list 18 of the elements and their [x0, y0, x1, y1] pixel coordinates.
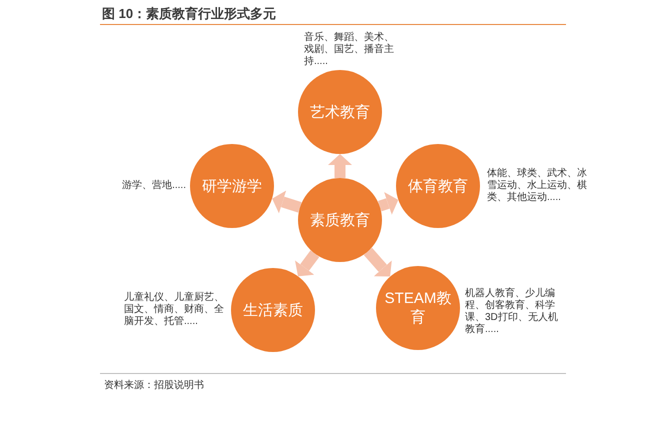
source-note: 资料来源：招股说明书 [104, 380, 204, 392]
node-caption: 机器人教育、少儿编程、创客教育、科学课、3D打印、无人机教育..... [465, 288, 559, 336]
arrow [378, 192, 398, 215]
arrow [272, 190, 302, 214]
node-label: 艺术教育 [310, 102, 370, 122]
node-label: 体育教育 [408, 176, 468, 196]
node-caption: 儿童礼仪、儿童厨艺、国文、情商、财商、全脑开发、托管..... [124, 292, 225, 328]
figure-title: 图 10：素质教育行业形式多元 [102, 6, 276, 22]
arrow [364, 248, 392, 277]
node-label: STEAM教育 [384, 289, 452, 327]
arrow [294, 250, 320, 276]
node-caption: 体能、球类、武术、冰雪运动、水上运动、棋类、其他运动..... [487, 168, 588, 204]
node-label: 生活素质 [243, 300, 303, 320]
node-caption: 游学、营地..... [122, 180, 186, 192]
node-label: 素质教育 [310, 210, 370, 230]
node-label: 研学游学 [202, 176, 262, 196]
arrow [328, 154, 352, 178]
node-caption: 音乐、舞蹈、美术、戏剧、国艺、播音主持..... [304, 32, 395, 68]
